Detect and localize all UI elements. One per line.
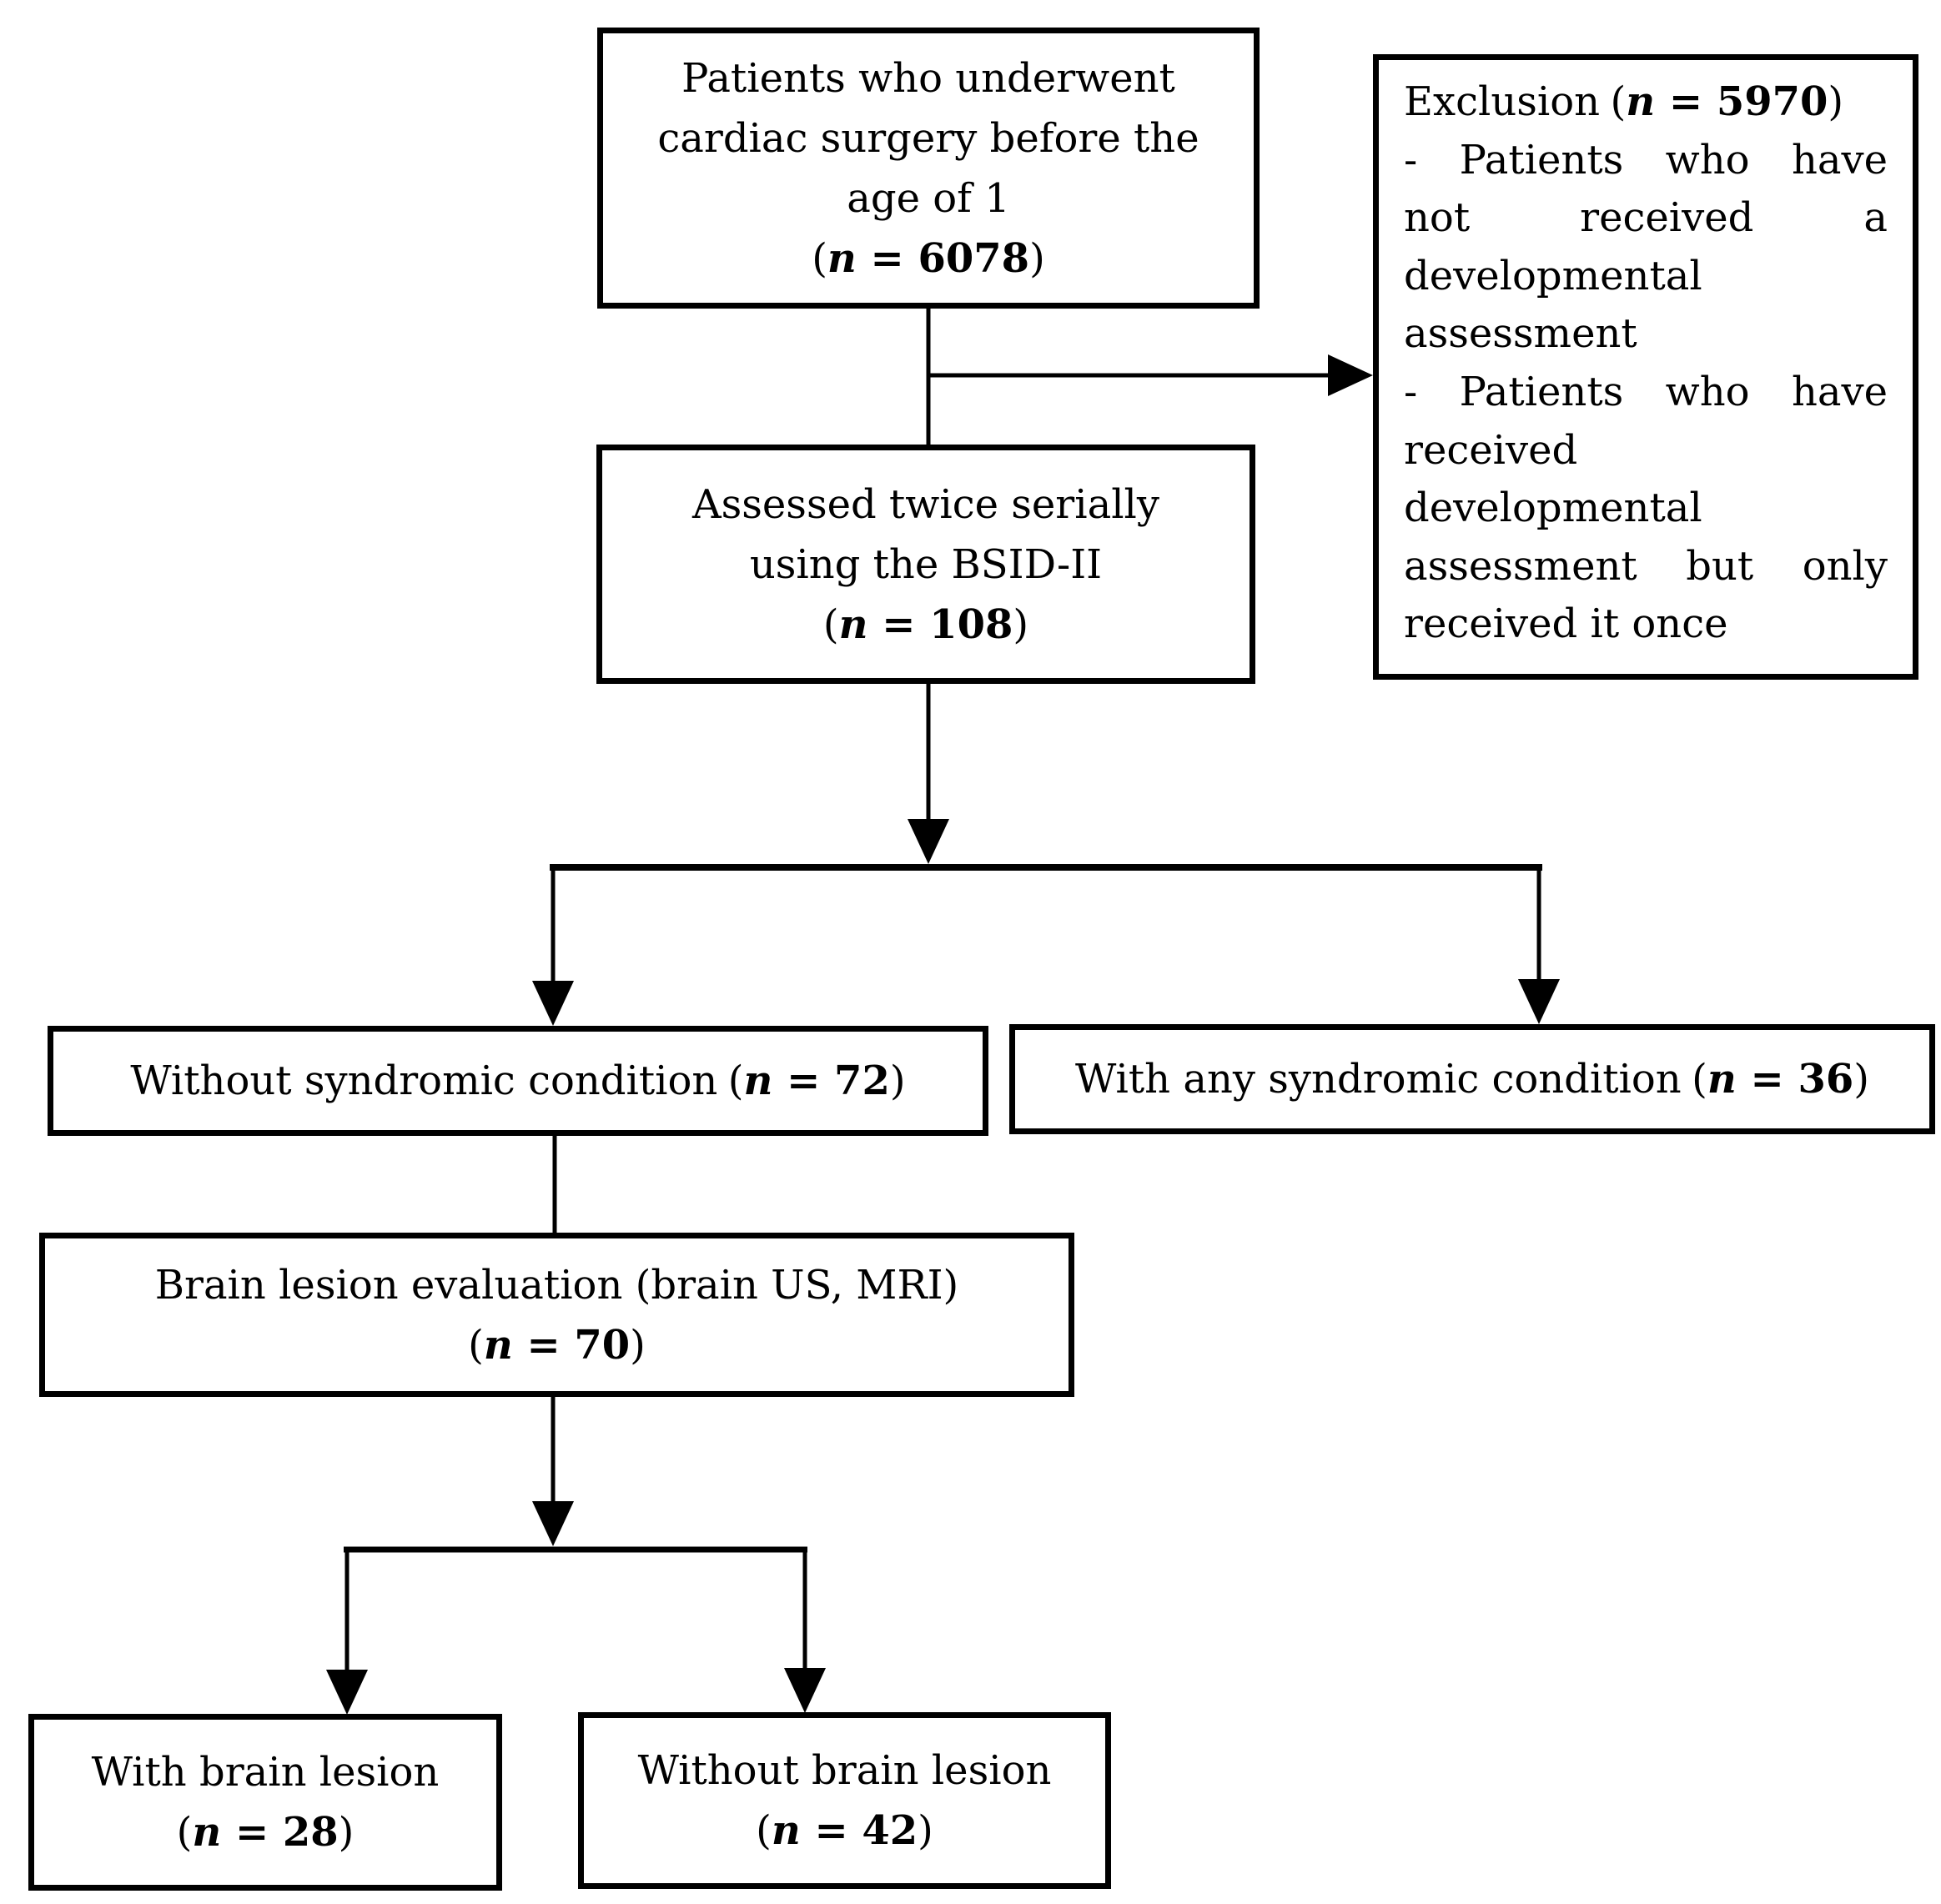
box-without-brain-lesion-n: (n = 42) (756, 1807, 933, 1854)
arrowhead-right-exclusion-icon (1328, 354, 1373, 396)
box-without-syndromic: Without syndromic condition(n = 72) (48, 1026, 988, 1136)
arrowhead-down-without-lesion-icon (784, 1668, 826, 1713)
box-cardiac-surgery-n: (n = 6078) (812, 234, 1045, 282)
box-brain-lesion-evaluation-text: Brain lesion evaluation (brain US, MRI) (154, 1261, 959, 1309)
exclusion-n: (n = 5970) (1610, 78, 1844, 125)
arrowhead-down-lesion-branch-icon (532, 1501, 574, 1546)
box-without-syndromic-text: Without syndromic condition (130, 1057, 718, 1104)
box-with-brain-lesion-n: (n = 28) (176, 1809, 355, 1856)
box-with-syndromic-n: (n = 36) (1692, 1056, 1869, 1103)
arrowhead-down-with-lesion-icon (326, 1670, 368, 1715)
box-without-brain-lesion: Without brain lesion (n = 42) (578, 1712, 1111, 1889)
box-with-syndromic-text: With any syndromic condition (1075, 1056, 1682, 1103)
box-without-syndromic-n: (n = 72) (727, 1057, 906, 1104)
box-with-syndromic-line: With any syndromic condition(n = 36) (1075, 1049, 1869, 1109)
box-without-brain-lesion-text: Without brain lesion (637, 1747, 1052, 1794)
box-without-syndromic-line: Without syndromic condition(n = 72) (130, 1051, 905, 1111)
box-with-syndromic: With any syndromic condition(n = 36) (1009, 1024, 1935, 1134)
box-brain-lesion-evaluation: Brain lesion evaluation (brain US, MRI) … (39, 1233, 1074, 1397)
box-with-brain-lesion: With brain lesion (n = 28) (28, 1714, 502, 1891)
exclusion-title-text: Exclusion (1404, 78, 1601, 125)
exclusion-title: Exclusion(n = 5970) (1404, 73, 1888, 132)
arrowhead-down-syndromic-branch-icon (908, 819, 949, 864)
arrowhead-down-with-syndromic-icon (1518, 979, 1560, 1024)
arrowhead-down-without-syndromic-icon (532, 981, 574, 1026)
box-with-brain-lesion-text: With brain lesion (91, 1749, 440, 1796)
box-assessed-bsid-n: (n = 108) (822, 600, 1029, 648)
box-brain-lesion-evaluation-n: (n = 70) (468, 1321, 646, 1369)
